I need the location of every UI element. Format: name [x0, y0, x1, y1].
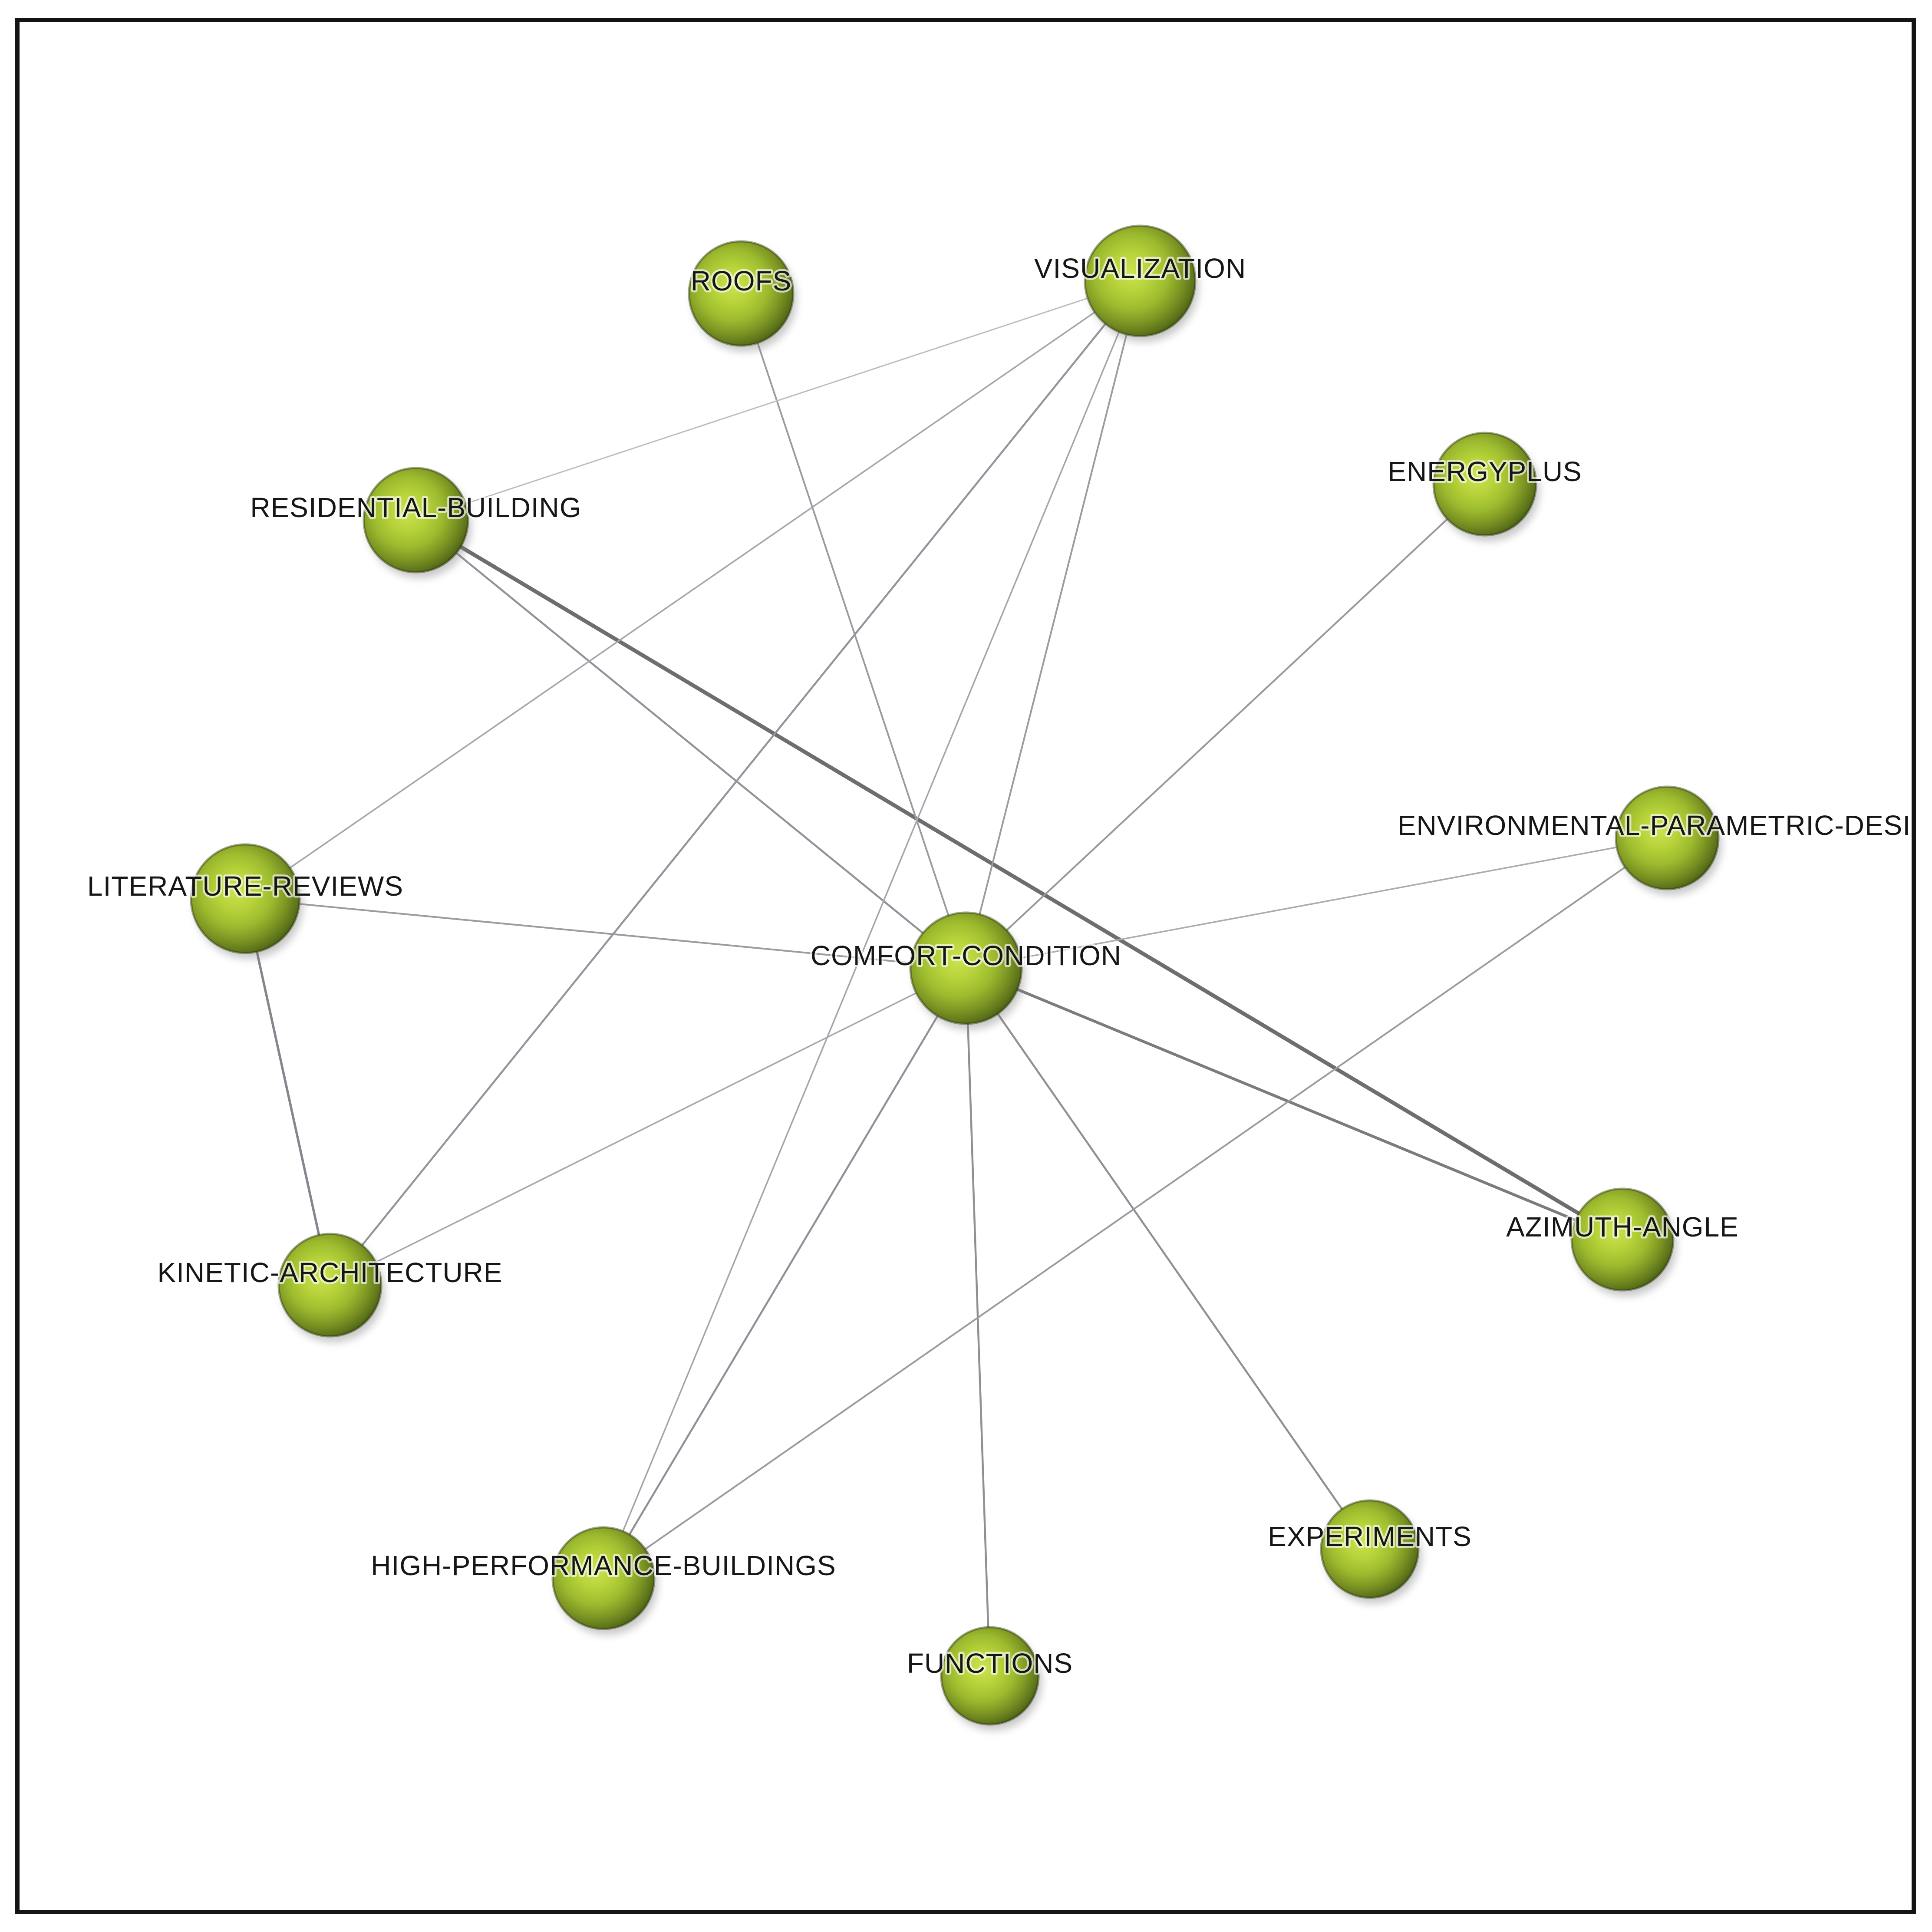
edge-visualization--high-performance-buildings — [603, 280, 1141, 1579]
edge-literature-reviews--kinetic-architecture — [244, 898, 331, 1286]
node-label-high-performance-buildings: HIGH-PERFORMANCE-BUILDINGS — [371, 1550, 836, 1581]
edge-comfort-condition--residential-building — [415, 519, 967, 969]
edge-comfort-condition--kinetic-architecture — [330, 967, 966, 1286]
edge-comfort-condition--experiments — [965, 967, 1371, 1550]
node-label-roofs: ROOFS — [691, 265, 792, 297]
node-experiments[interactable] — [1320, 1499, 1420, 1599]
node-azimuth-angle[interactable] — [1570, 1187, 1675, 1292]
frame-border — [15, 18, 1916, 1914]
node-label-kinetic-architecture: KINETIC-ARCHITECTURE — [157, 1257, 502, 1288]
node-label-comfort-condition: COMFORT-CONDITION — [811, 940, 1121, 971]
edge-comfort-condition--visualization — [965, 280, 1141, 969]
node-visualization[interactable] — [1084, 224, 1197, 337]
edge-comfort-condition--energyplus — [965, 483, 1486, 969]
node-label-literature-reviews: LITERATURE-REVIEWS — [87, 870, 403, 902]
edge-comfort-condition--high-performance-buildings — [603, 967, 967, 1579]
edge-comfort-condition--literature-reviews — [245, 898, 966, 969]
node-label-residential-building: RESIDENTIAL-BUILDING — [250, 492, 581, 523]
edge-comfort-condition--roofs — [740, 293, 967, 969]
node-label-experiments: EXPERIMENTS — [1268, 1521, 1472, 1552]
node-literature-reviews[interactable] — [190, 843, 301, 954]
edge-visualization--kinetic-architecture — [329, 280, 1141, 1286]
node-label-functions: FUNCTIONS — [907, 1648, 1073, 1679]
edge-comfort-condition--environmental-parametric-design — [966, 837, 1668, 969]
node-energyplus[interactable] — [1432, 432, 1537, 537]
node-kinetic-architecture[interactable] — [277, 1233, 382, 1338]
node-high-performance-buildings[interactable] — [551, 1526, 656, 1630]
node-residential-building[interactable] — [363, 467, 469, 574]
node-comfort-condition[interactable] — [909, 911, 1023, 1025]
node-functions[interactable] — [940, 1626, 1040, 1726]
node-roofs[interactable] — [688, 240, 795, 347]
edge-environmental-parametric-design--high-performance-buildings — [603, 837, 1668, 1579]
node-label-energyplus: ENERGYPLUS — [1388, 456, 1582, 487]
node-label-environmental-parametric-design: ENVIRONMENTAL-PARAMETRIC-DESI — [1398, 810, 1911, 841]
node-label-visualization: VISUALIZATION — [1034, 253, 1246, 284]
edge-comfort-condition--azimuth-angle — [965, 966, 1623, 1241]
node-label-azimuth-angle: AZIMUTH-ANGLE — [1506, 1211, 1739, 1243]
edge-visualization--residential-building — [415, 280, 1141, 521]
edge-comfort-condition--functions — [965, 968, 991, 1676]
node-environmental-parametric-design[interactable] — [1615, 785, 1720, 890]
edge-visualization--literature-reviews — [245, 280, 1141, 900]
edge-residential-building--azimuth-angle — [415, 518, 1624, 1241]
